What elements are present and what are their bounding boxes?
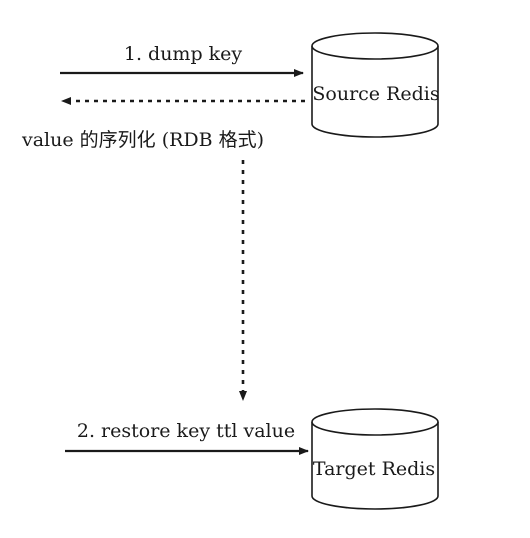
restore-label: 2. restore key ttl value [77,420,295,442]
serialized-value-label: value 的序列化 (RDB 格式) [21,129,264,151]
target-redis-label: Target Redis [313,458,435,480]
source-redis-cylinder: Source Redis [311,32,440,138]
source-redis-label: Source Redis [312,83,439,105]
dump-key-label: 1. dump key [124,43,243,65]
target-redis-cylinder: Target Redis [311,408,439,510]
